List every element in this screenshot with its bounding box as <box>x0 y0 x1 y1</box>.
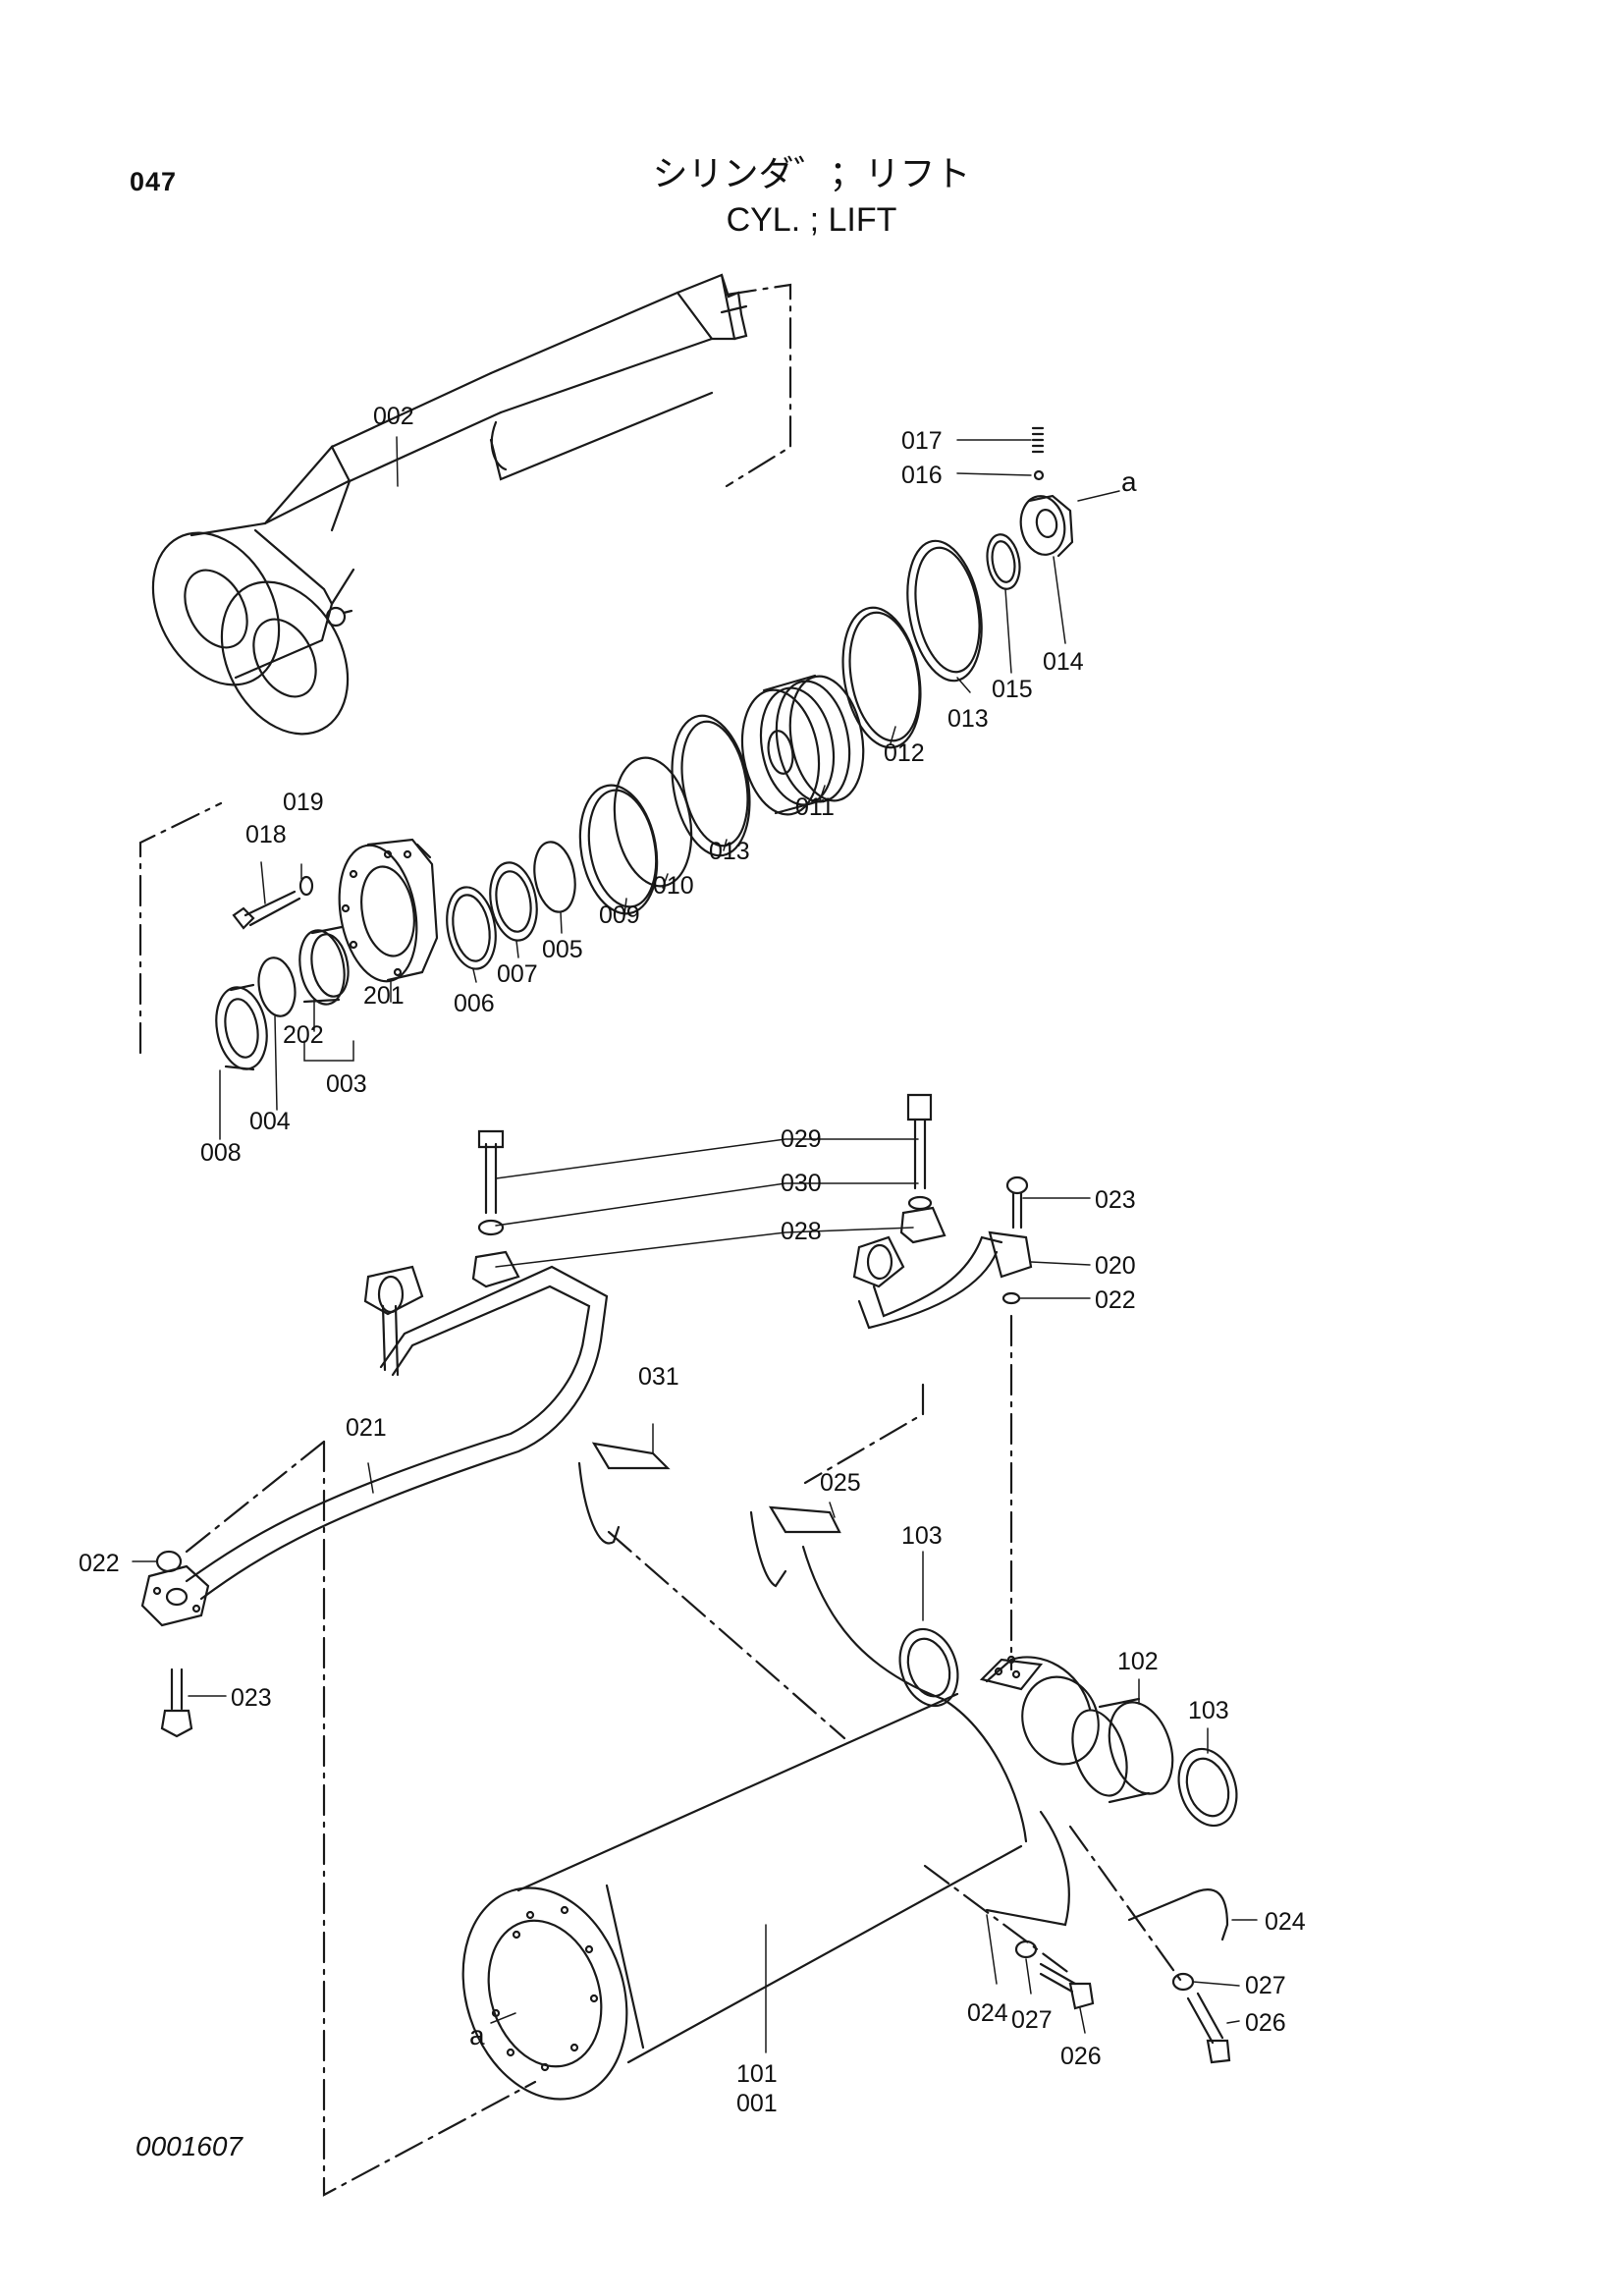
callout-028: 028 <box>781 1218 822 1245</box>
callout-021: 021 <box>346 1414 387 1442</box>
callout-026-right: 026 <box>1245 2009 1286 2037</box>
callout-ref-a-bottom: a <box>469 2020 485 2050</box>
callout-030: 030 <box>781 1170 822 1197</box>
callout-022-right: 022 <box>1095 1286 1136 1314</box>
callout-labels: 002 017 016 a 014 015 013 012 011 013 01… <box>79 403 1306 2117</box>
drawing-id: 0001607 <box>135 2131 243 2161</box>
callout-023-right: 023 <box>1095 1186 1136 1214</box>
callout-101: 101 <box>736 2060 778 2088</box>
callout-027-right: 027 <box>1245 1972 1286 1999</box>
seals-and-head-parts <box>138 426 1074 1071</box>
callout-019: 019 <box>283 789 324 816</box>
title-japanese: シリンダ゛；リフト <box>652 154 971 194</box>
callout-003: 003 <box>326 1070 367 1098</box>
callout-013-lower: 013 <box>709 838 750 865</box>
callout-005: 005 <box>542 936 583 963</box>
callout-004: 004 <box>249 1108 291 1135</box>
callout-014: 014 <box>1043 648 1084 676</box>
callout-016: 016 <box>901 462 943 489</box>
callout-013-upper: 013 <box>947 705 989 733</box>
callout-008: 008 <box>200 1139 242 1167</box>
callout-103-lower: 103 <box>1188 1697 1229 1724</box>
callout-023-left: 023 <box>231 1684 272 1712</box>
callout-022-left: 022 <box>79 1550 120 1577</box>
callout-010: 010 <box>653 872 694 900</box>
callout-007: 007 <box>497 960 538 988</box>
callout-029: 029 <box>781 1125 822 1153</box>
page-number: 047 <box>130 167 178 196</box>
callout-024-right: 024 <box>1265 1908 1306 1936</box>
callout-017: 017 <box>901 427 943 455</box>
callout-024-left: 024 <box>967 1999 1008 2027</box>
callout-001: 001 <box>736 2090 778 2117</box>
title-english: CYL. ; LIFT <box>726 201 897 239</box>
piping-assembly <box>140 1093 1033 1738</box>
callout-102: 102 <box>1117 1648 1159 1675</box>
callout-020: 020 <box>1095 1252 1136 1280</box>
piston-rod-002 <box>151 273 792 736</box>
callout-006: 006 <box>454 990 495 1017</box>
callout-202: 202 <box>283 1021 324 1049</box>
callout-012: 012 <box>884 739 925 767</box>
cylinder-tube-101 <box>185 1314 1238 2197</box>
callout-201: 201 <box>363 982 405 1010</box>
callout-026-left: 026 <box>1060 2043 1102 2070</box>
callout-018: 018 <box>245 821 287 848</box>
callout-ref-a-top: a <box>1121 466 1137 497</box>
callout-103-upper: 103 <box>901 1522 943 1550</box>
callout-011: 011 <box>795 793 835 821</box>
callout-027-left: 027 <box>1011 2006 1053 2034</box>
leader-lines <box>132 436 1258 2053</box>
callout-002: 002 <box>373 403 414 430</box>
callout-009: 009 <box>599 902 640 929</box>
callout-025: 025 <box>820 1469 861 1497</box>
callout-015: 015 <box>992 676 1033 703</box>
callout-031: 031 <box>638 1363 679 1391</box>
